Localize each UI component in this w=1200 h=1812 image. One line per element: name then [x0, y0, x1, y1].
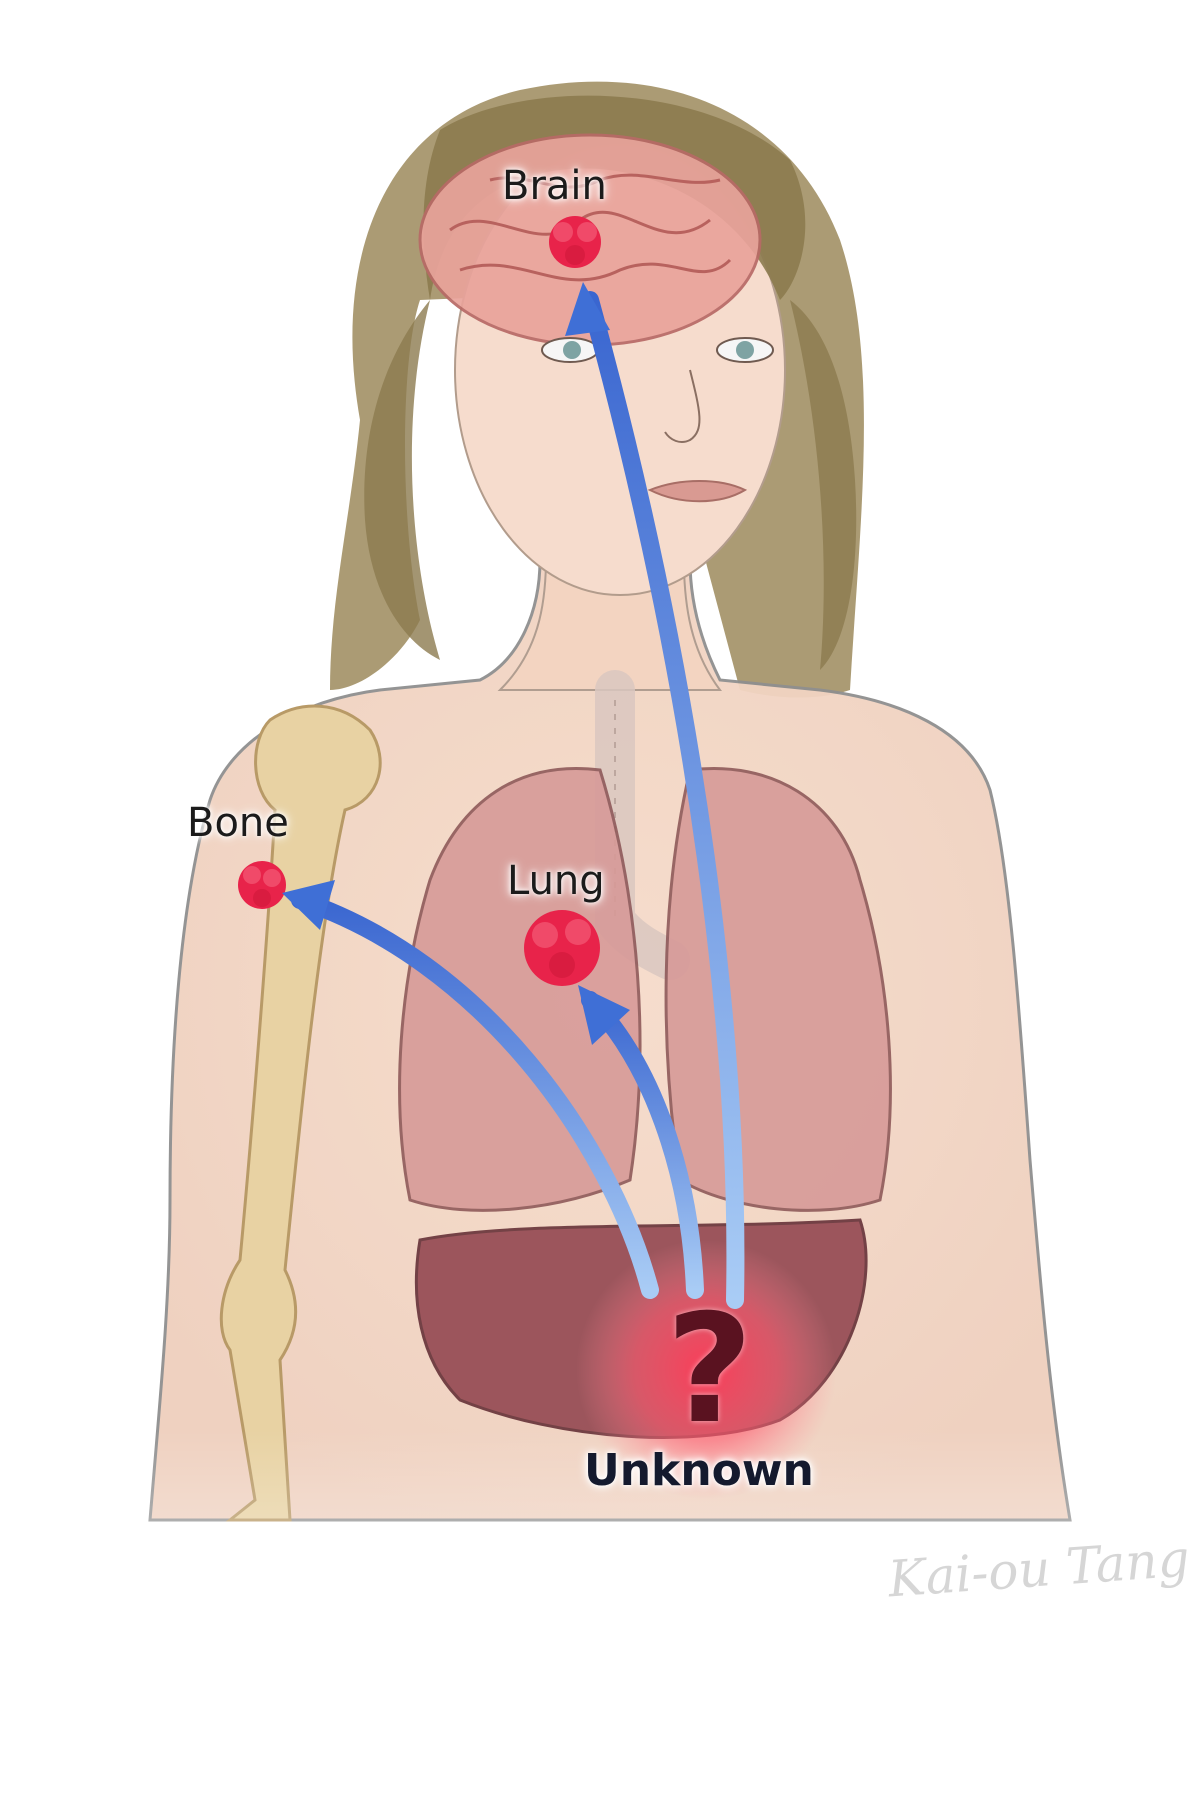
label-unknown: Unknown [584, 1445, 814, 1496]
brain-tumor [549, 216, 601, 268]
bone-tumor [238, 861, 286, 909]
primary-tumor-glow [576, 1240, 836, 1500]
hair-left-strands [364, 300, 440, 660]
arrow-to-bone [282, 880, 659, 1299]
label-brain: Brain [502, 163, 607, 209]
label-lung: Lung [507, 858, 605, 904]
lung-left [398, 767, 642, 1212]
mouth [647, 480, 748, 503]
arrow-to-lung [578, 985, 704, 1299]
label-bone: Bone [187, 800, 289, 846]
arrow-to-brain [565, 282, 745, 1309]
lung-tumor [524, 910, 600, 986]
hair-right-strands [790, 300, 857, 670]
nose [664, 369, 701, 443]
question-mark: ? [666, 1283, 754, 1457]
